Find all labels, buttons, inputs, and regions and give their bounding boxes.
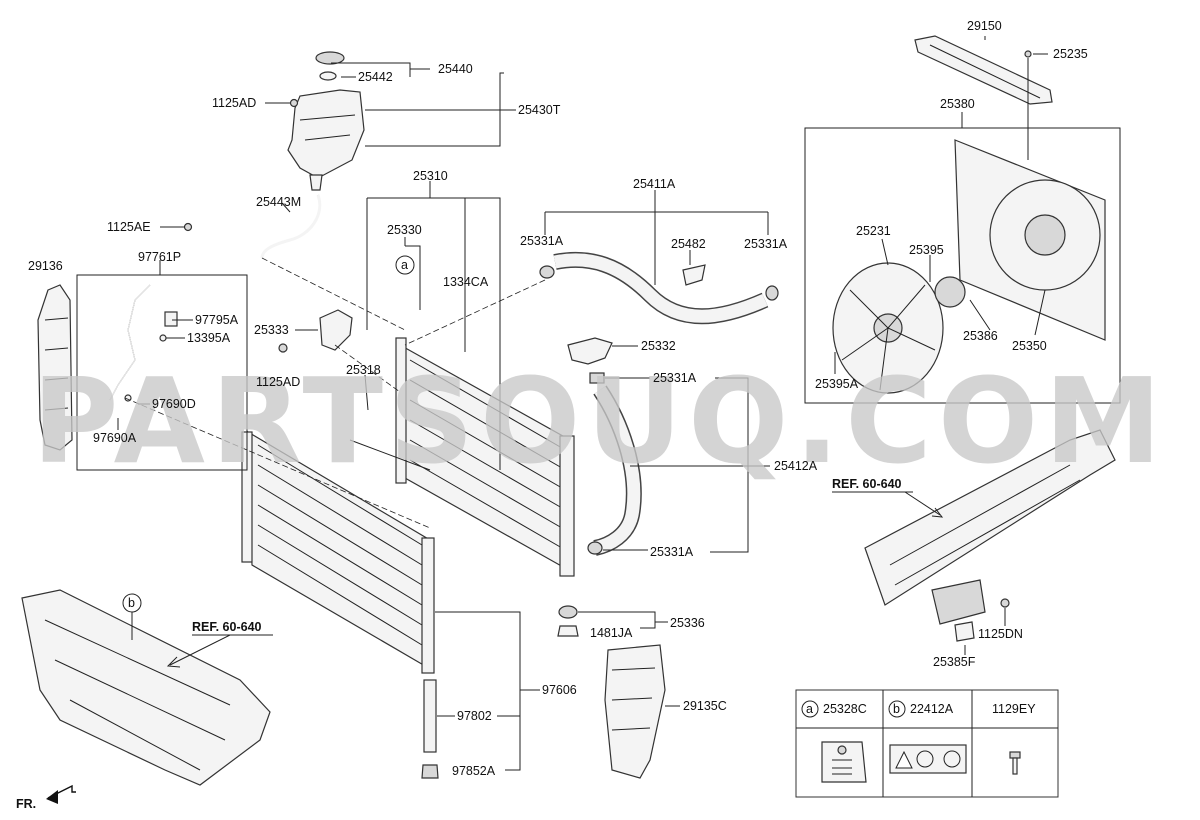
label-25231[interactable]: 25231	[856, 224, 891, 238]
label-1481ja[interactable]: 1481JA	[590, 626, 633, 640]
label-25333[interactable]: 25333	[254, 323, 289, 337]
label-25385f[interactable]: 25385F	[933, 655, 976, 669]
fan-shroud-part	[954, 139, 1106, 341]
label-1125ae[interactable]: 1125AE	[107, 220, 151, 234]
label-25331a-upper-left[interactable]: 25331A	[520, 234, 564, 248]
label-25395a[interactable]: 25395A	[815, 377, 859, 391]
bracket-25333-part	[319, 309, 353, 351]
mount-25336-part	[558, 605, 578, 619]
label-25318[interactable]: 25318	[346, 363, 381, 377]
label-1125ad-mid[interactable]: 1125AD	[256, 375, 300, 389]
label-25310[interactable]: 25310	[413, 169, 448, 183]
label-97761p[interactable]: 97761P	[138, 250, 181, 264]
label-29136[interactable]: 29136	[28, 259, 63, 273]
front-direction-indicator: FR.	[16, 784, 76, 811]
label-25412a[interactable]: 25412A	[774, 459, 818, 473]
label-1125dn[interactable]: 1125DN	[978, 627, 1023, 641]
ref-label-bottom-left[interactable]: REF. 60-640	[192, 620, 262, 634]
label-25331a-upper-right[interactable]: 25331A	[744, 237, 788, 251]
label-25482[interactable]: 25482	[671, 237, 706, 251]
bolt-1125ad-mid-part	[278, 343, 288, 353]
receiver-drier-part	[421, 679, 439, 779]
bracket-25482-part	[682, 264, 706, 286]
label-25336[interactable]: 25336	[670, 616, 705, 630]
label-25395[interactable]: 25395	[909, 243, 944, 257]
air-guard-29135c-part	[604, 644, 666, 779]
fr-label: FR.	[16, 797, 36, 811]
condenser-part	[241, 430, 435, 674]
legend-marker-a	[801, 700, 819, 718]
label-97852a[interactable]: 97852A	[452, 764, 496, 778]
label-25380[interactable]: 25380	[940, 97, 975, 111]
radiator-part	[395, 337, 575, 577]
air-guard-29136-part	[37, 284, 73, 451]
legend-marker-a-text: a	[806, 702, 813, 716]
label-97690d[interactable]: 97690D	[152, 397, 196, 411]
bolt-1125ad-top-part	[289, 98, 299, 108]
leader-lines	[76, 36, 1121, 771]
label-1334ca[interactable]: 1334CA	[443, 275, 489, 289]
label-97690a[interactable]: 97690A	[93, 431, 137, 445]
circle-marker-b-text: b	[128, 596, 135, 610]
circle-marker-a-text: a	[401, 258, 408, 272]
label-97802[interactable]: 97802	[457, 709, 492, 723]
reservoir-tank-part	[287, 51, 365, 191]
label-25411a[interactable]: 25411A	[633, 177, 676, 191]
legend-part-1129ey[interactable]: 1129EY	[992, 702, 1036, 716]
label-25442[interactable]: 25442	[358, 70, 393, 84]
legend-table: a 25328C b 22412A 1129EY	[795, 689, 1059, 798]
label-25350[interactable]: 25350	[1012, 339, 1047, 353]
front-end-carrier-part	[21, 589, 271, 786]
legend-part-25328c[interactable]: 25328C	[823, 702, 867, 716]
label-25332[interactable]: 25332	[641, 339, 676, 353]
circle-marker-a[interactable]: a	[395, 255, 415, 275]
ref-label-top-right[interactable]: REF. 60-640	[832, 477, 902, 491]
label-29150[interactable]: 29150	[967, 19, 1002, 33]
front-side-member-part	[864, 429, 1116, 606]
label-25386[interactable]: 25386	[963, 329, 998, 343]
bolt-1125dn-part	[1000, 598, 1010, 608]
bracket-25332-part	[567, 337, 613, 365]
label-25331a-lower[interactable]: 25331A	[650, 545, 694, 559]
top-rail-part	[914, 35, 1053, 105]
watermark-text: PARTSOUQ.COM	[32, 352, 1168, 490]
circle-marker-b[interactable]: b	[122, 593, 142, 613]
label-29135c[interactable]: 29135C	[683, 699, 727, 713]
label-25440[interactable]: 25440	[438, 62, 473, 76]
ac-pipe-group	[109, 284, 178, 402]
label-25430t[interactable]: 25430T	[518, 103, 561, 117]
legend-part-22412a[interactable]: 22412A	[910, 702, 954, 716]
label-25235[interactable]: 25235	[1053, 47, 1088, 61]
fan-blade-part	[832, 262, 944, 394]
label-13395a[interactable]: 13395A	[187, 331, 231, 345]
clamp-25331a-part	[539, 265, 555, 279]
label-25331a-mid[interactable]: 25331A	[653, 371, 697, 385]
caution-label-icon	[889, 744, 967, 774]
label-1125ad-top[interactable]: 1125AD	[212, 96, 256, 110]
bolt-1129ey-icon	[1009, 751, 1021, 775]
label-97795a[interactable]: 97795A	[195, 313, 239, 327]
label-97606[interactable]: 97606	[542, 683, 577, 697]
legend-marker-b-text: b	[893, 702, 900, 716]
bolt-1125ae-part	[183, 222, 193, 232]
fan-motor-part	[934, 276, 966, 308]
legend-marker-b	[888, 700, 906, 718]
label-25443m[interactable]: 25443M	[256, 195, 301, 209]
label-25330[interactable]: 25330	[387, 223, 422, 237]
nut-1481ja-part	[557, 625, 579, 637]
bolt-25235-part	[1024, 50, 1032, 58]
control-unit-part	[931, 579, 986, 642]
warning-label-icon	[821, 741, 867, 783]
